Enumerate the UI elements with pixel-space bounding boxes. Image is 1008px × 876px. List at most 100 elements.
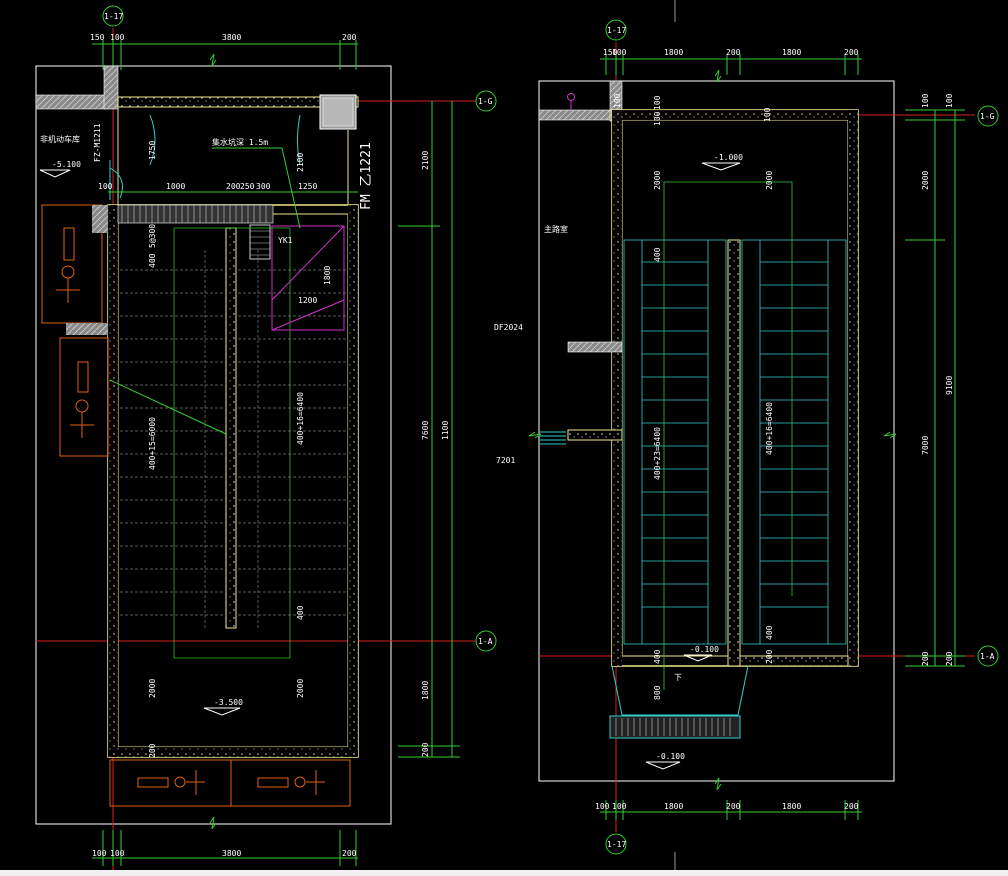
level-bottom-left: -3.500 xyxy=(214,698,243,707)
grid-label-top-left: 1-17 xyxy=(104,12,123,21)
inner-dim-7-left: 2100 xyxy=(296,153,305,172)
room-label-left: 非机动车库 xyxy=(40,134,80,144)
inner-dim-3-left: 200 xyxy=(226,182,241,191)
grid-bubble-1G-right[interactable] xyxy=(977,105,999,127)
grating-strip-left xyxy=(117,204,274,224)
bike-icon xyxy=(56,227,80,303)
grid-bubble-bottom-right[interactable] xyxy=(605,833,627,855)
grid-label-1G-left: 1-G xyxy=(478,97,493,106)
bottom-dim-0-right: 100 xyxy=(595,802,610,811)
level-top-right: -1.000 xyxy=(714,153,743,162)
stair-center-wall-left xyxy=(225,227,237,629)
inner-dim-1-right: 100 xyxy=(653,95,662,110)
stair-dim-b-right: 200 xyxy=(765,649,774,664)
lower-dim-1-right: 800 xyxy=(653,685,662,700)
grid-label-1G-right: 1-G xyxy=(980,112,995,121)
top-dim-2-left: 3800 xyxy=(222,33,241,42)
level-bottom-right: -0.100 xyxy=(656,752,685,761)
stair-center-wall-right xyxy=(727,239,741,667)
inner-dim-2-left: 1000 xyxy=(166,182,185,191)
top-wall-right xyxy=(538,109,620,121)
inner-dim-0-right: 100 xyxy=(613,93,622,108)
inner-dim-5-left: 300 xyxy=(256,182,271,191)
lower-dim-2-left: 200 xyxy=(148,743,157,758)
level-mid-right: -0.100 xyxy=(690,645,719,654)
inner-dim-4-left: 250 xyxy=(240,182,255,191)
pit-tag-left: YK1 xyxy=(278,236,293,245)
grid-bubble-1A-right[interactable] xyxy=(977,645,999,667)
right-dim-2-left: 1100 xyxy=(441,421,450,440)
stair-dim-a-right: 400 xyxy=(765,625,774,640)
stair-dim-flight1-left: 400+15=6000 xyxy=(148,417,157,470)
level-top-left: -5.100 xyxy=(52,160,81,169)
right-dim-3-left: 1800 xyxy=(421,681,430,700)
grid-bubble-1A-left[interactable] xyxy=(475,630,497,652)
bottom-dim-3-right: 200 xyxy=(726,802,741,811)
door-tag-left: FM 乙1221 xyxy=(359,142,374,210)
ladder-left xyxy=(249,224,271,260)
window-label-right: 7201 xyxy=(496,456,515,465)
top-dim-1-left: 100 xyxy=(110,33,125,42)
stair-dim-c-left: 400 xyxy=(296,605,305,620)
top-slab-left xyxy=(117,96,359,108)
top-dim-4-right: 1800 xyxy=(782,48,801,57)
inner-dim-3-right: 100 xyxy=(763,107,772,122)
top-dim-3-right: 200 xyxy=(726,48,741,57)
inner-dim-6-left: 1250 xyxy=(298,182,317,191)
top-dim-0-left: 150 xyxy=(90,33,105,42)
right-dim-1-left: 7600 xyxy=(421,421,430,440)
top-wall-left xyxy=(35,94,107,110)
room-label-small-left: FZ-M1211 xyxy=(93,123,102,162)
bike-icon xyxy=(70,361,94,438)
top-dim-0-right: 150 xyxy=(603,48,618,57)
stair-dim-b-left: 400 xyxy=(148,253,157,268)
bottom-dim-1-right: 100 xyxy=(612,802,627,811)
bottom-dim-5-right: 200 xyxy=(844,802,859,811)
column-top-left xyxy=(103,65,119,110)
grid-label-1A-left: 1-A xyxy=(478,637,493,646)
right-dim-3-right: 7000 xyxy=(921,436,930,455)
right-dim-6-right: 200 xyxy=(945,651,954,666)
bike-rack-bottom-left[interactable] xyxy=(109,759,351,807)
right-dim-5-right: 200 xyxy=(921,651,930,666)
drain-marker-right[interactable] xyxy=(567,93,575,101)
inner-dim-6-right: 400 xyxy=(653,247,662,262)
room-label-right: 主路室 xyxy=(544,224,568,234)
top-dim-5-right: 200 xyxy=(844,48,859,57)
lower-dim-0-left: 2000 xyxy=(148,679,157,698)
bottom-dim-0-left: 100 xyxy=(92,849,107,858)
walk-line-right xyxy=(663,181,793,690)
bike-rack-mid-left[interactable] xyxy=(59,337,109,457)
right-dim-0-left: 2100 xyxy=(421,151,430,170)
inner-dim-5-right: 2000 xyxy=(765,171,774,190)
stair-dim-flight2-left: 400+16=6400 xyxy=(296,392,305,445)
lower-dim-1-left: 2000 xyxy=(296,679,305,698)
stair-dim-flight2-right: 400+16=6400 xyxy=(765,402,774,455)
grid-bubble-top-right[interactable] xyxy=(605,19,627,41)
bottom-dim-2-left: 3800 xyxy=(222,849,241,858)
left-sheet-frame xyxy=(35,65,392,825)
down-label-right: 下 xyxy=(674,673,682,682)
top-dim-3-left: 200 xyxy=(342,33,357,42)
right-dim-4-right: 9100 xyxy=(945,376,954,395)
right-dim-1-right: 100 xyxy=(945,93,954,108)
stair-dim-a-left: 5@300 xyxy=(148,224,157,248)
pump-note-left: 集水坑深 1.5m xyxy=(212,137,268,147)
grid-label-bottom-right: 1-17 xyxy=(607,840,626,849)
top-dim-2-right: 1800 xyxy=(664,48,683,57)
grid-bubble-top-left[interactable] xyxy=(102,5,124,27)
grating-strip-right xyxy=(609,715,741,739)
bottom-dim-1-left: 100 xyxy=(110,849,125,858)
grid-label-1A-right: 1-A xyxy=(980,652,995,661)
stair-dim-flight1-right: 400+23=6400 xyxy=(653,427,662,480)
inner-dim-2-right: 100 xyxy=(653,111,662,126)
right-dim-4-left: 200 xyxy=(421,742,430,757)
bottom-dim-3-left: 200 xyxy=(342,849,357,858)
right-plan: 1-17 1-17 1-G 1-A 150 100 1800 200 1800 … xyxy=(494,19,999,855)
sump-pit-left[interactable] xyxy=(271,225,345,331)
bike-icon xyxy=(137,770,325,795)
grid-bubble-1G-left[interactable] xyxy=(475,90,497,112)
pit-dim-w-left: 1200 xyxy=(298,296,317,305)
stair-treads-left xyxy=(120,250,346,630)
